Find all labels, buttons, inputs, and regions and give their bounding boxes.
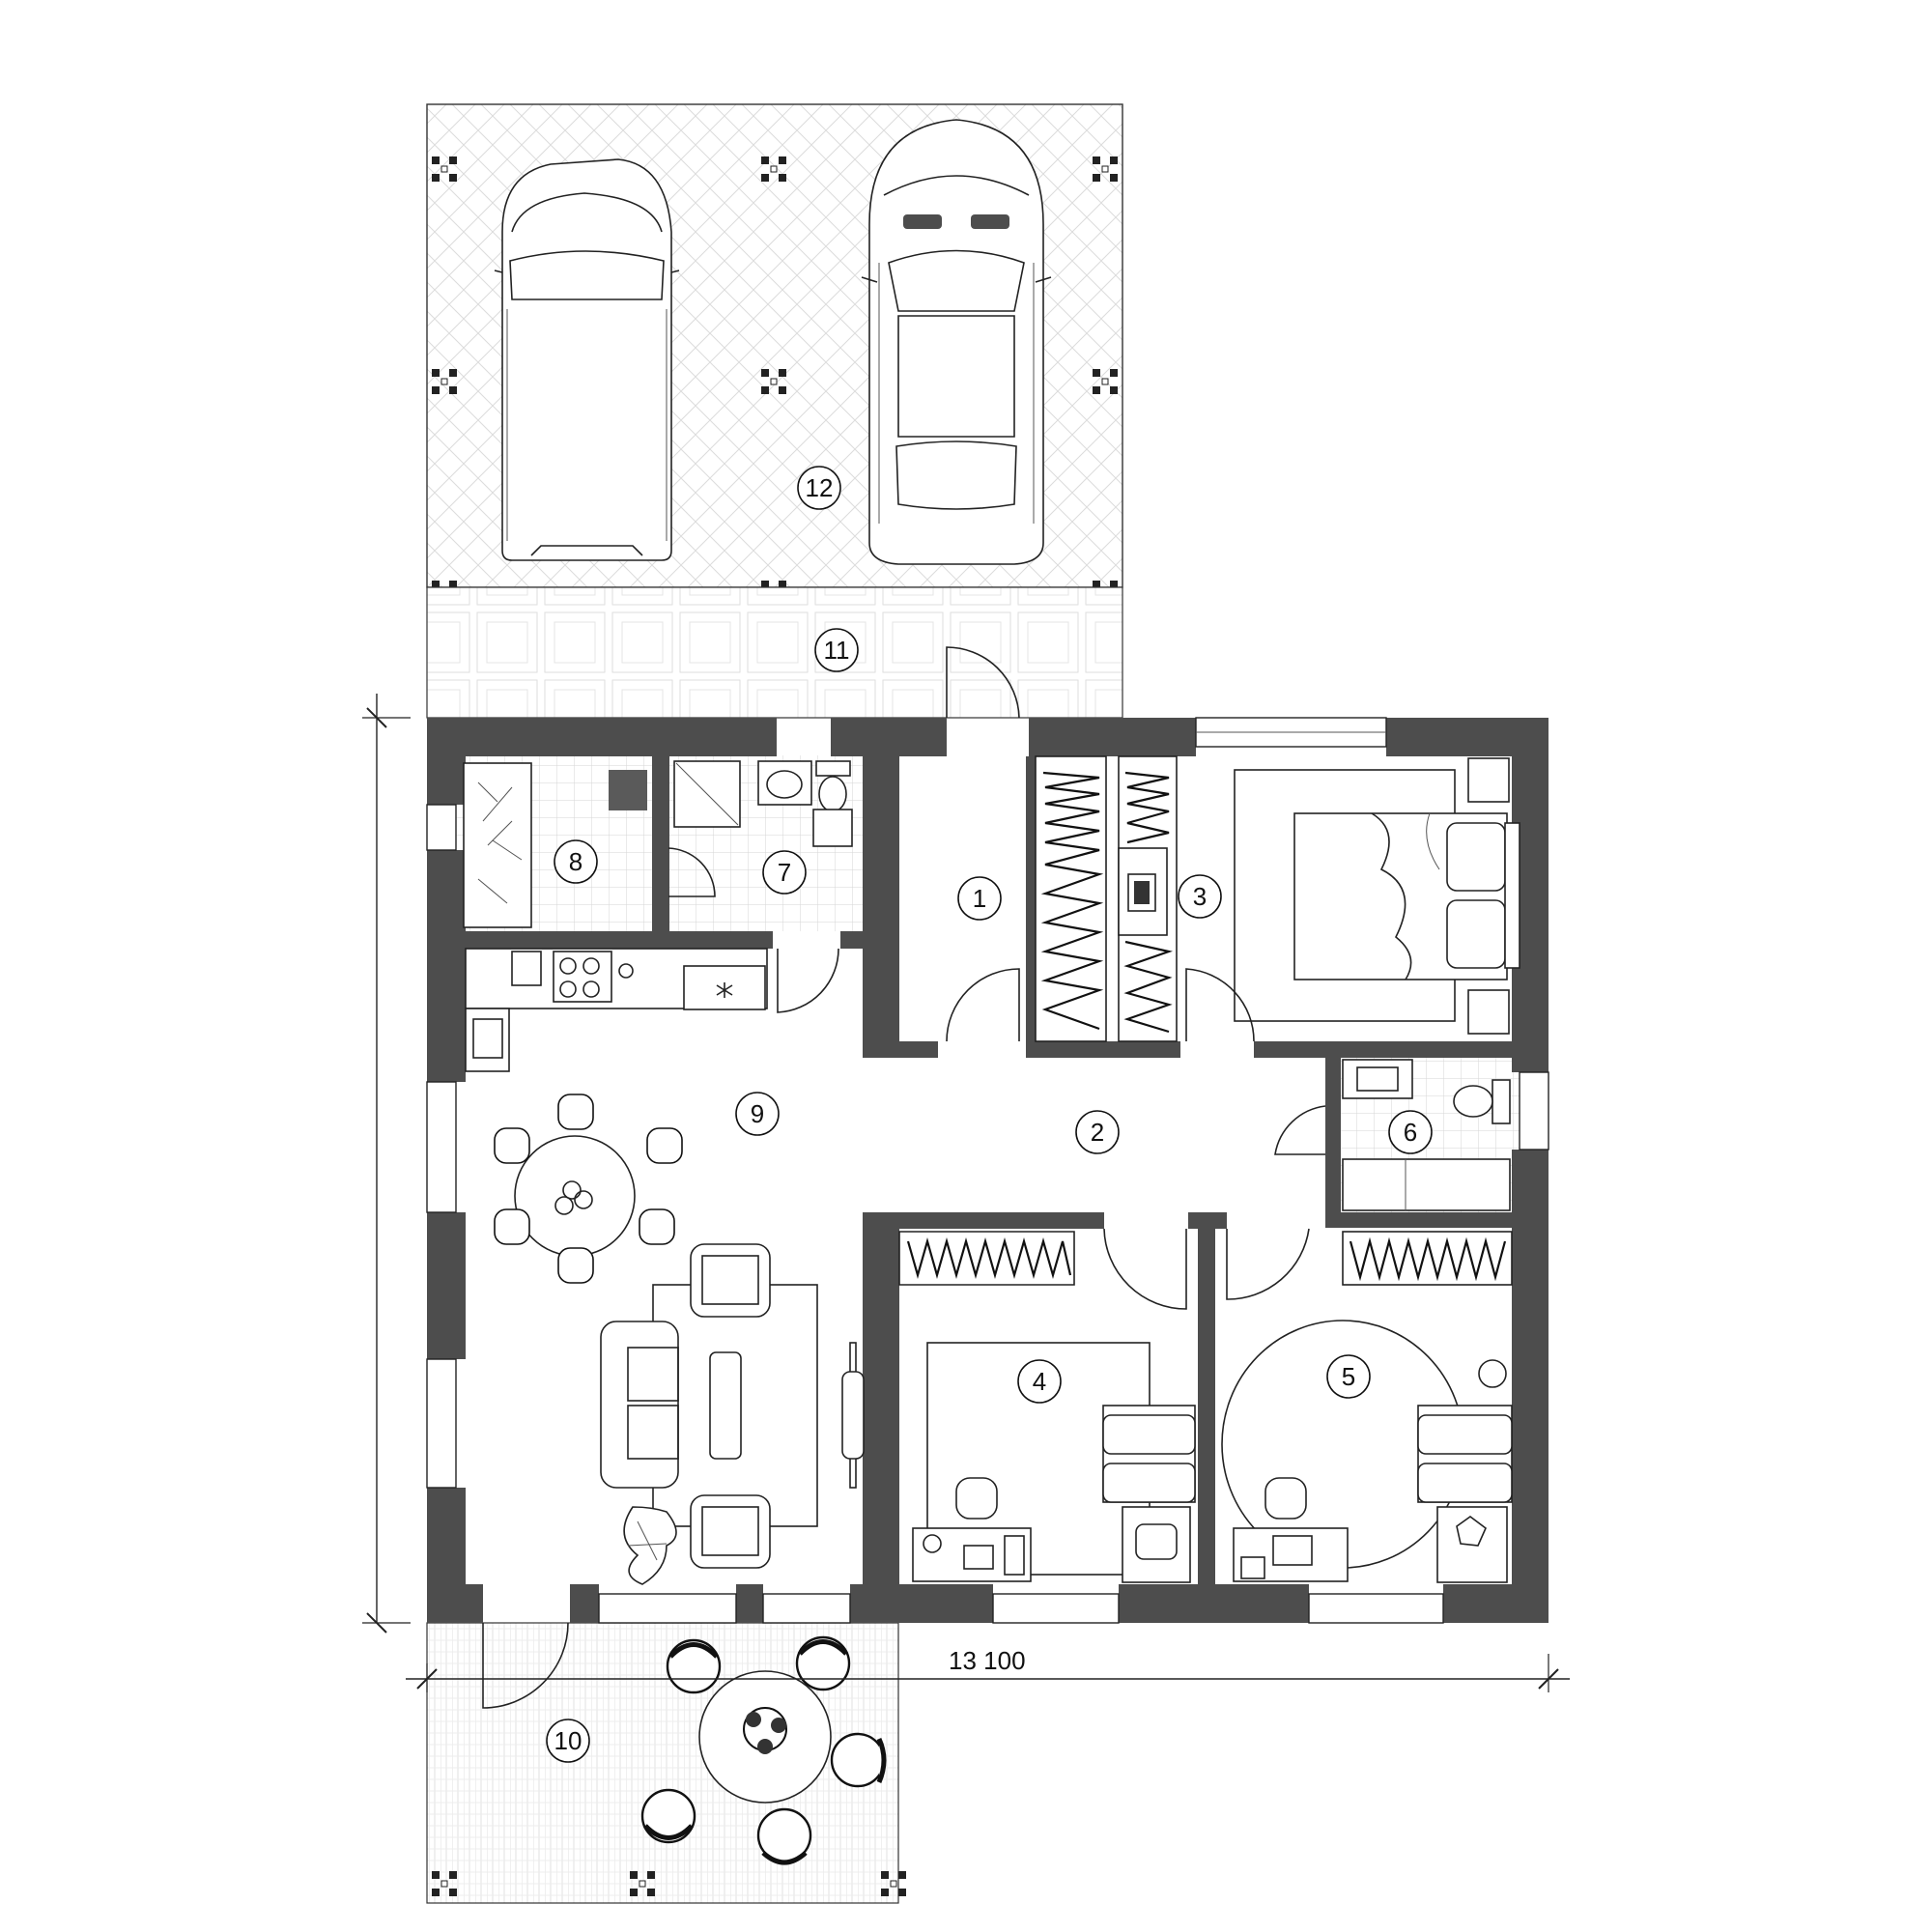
door-kitchen[interactable] (777, 948, 839, 1013)
room-7-label: 7 (778, 858, 791, 887)
sink-icon (757, 760, 812, 806)
door-bedroom-4[interactable] (1103, 1228, 1187, 1310)
room-8-label: 8 (569, 847, 582, 876)
wardrobe-icon (1035, 755, 1178, 1042)
room-11-marker (814, 628, 859, 672)
room-1-marker (957, 876, 1002, 921)
toilet-icon (1453, 1079, 1511, 1124)
room-8-marker (554, 839, 598, 884)
doors (482, 646, 1326, 1709)
dimension-width-label: 13 100 (949, 1646, 1026, 1675)
room-6-marker (1388, 1110, 1433, 1154)
room-12-label: 12 (806, 473, 834, 502)
terrace-door[interactable] (482, 1622, 569, 1709)
room-2-label: 2 (1091, 1118, 1104, 1147)
room-4-label: 4 (1033, 1367, 1046, 1396)
entrance-door[interactable] (946, 646, 1020, 719)
room-10-marker (546, 1719, 590, 1763)
terrace-dining-set (640, 1635, 887, 1865)
room-2-marker (1075, 1110, 1120, 1154)
plant-icon (623, 1506, 677, 1585)
door-bath-7[interactable] (668, 847, 716, 897)
dining-table-icon (494, 1094, 683, 1284)
entrance-paving (426, 586, 1123, 719)
sink-icon (1342, 1059, 1413, 1099)
dimension-horizontal: 13 100 (406, 1646, 1570, 1692)
room-9-label: 9 (751, 1099, 764, 1128)
room-6-furniture (1342, 1059, 1511, 1211)
desk-icon (912, 1477, 1032, 1582)
sofa-icon (600, 1243, 865, 1569)
room-3-label: 3 (1193, 882, 1207, 911)
door-bedroom-3[interactable] (1185, 968, 1255, 1042)
room-4-marker (1017, 1359, 1062, 1404)
room-3-marker (1178, 874, 1222, 919)
car-sedan-icon (861, 119, 1052, 565)
room-11-label: 11 (824, 636, 850, 665)
room-8-furniture (463, 762, 647, 928)
room-7-furniture (673, 760, 853, 847)
room-5-label: 5 (1342, 1362, 1355, 1391)
room-1-label: 1 (973, 884, 986, 913)
room-4-furniture (898, 1231, 1196, 1583)
room-9-marker (735, 1092, 780, 1136)
door-bath-6[interactable] (1274, 1105, 1326, 1155)
room-6-label: 6 (1404, 1118, 1417, 1147)
room-12-marker (797, 466, 841, 510)
stove-icon (465, 948, 768, 1072)
bed-icon (1234, 757, 1520, 1035)
dimension-vertical (362, 694, 411, 1634)
room-5-furniture (1221, 1231, 1513, 1583)
toilet-icon (812, 760, 853, 847)
room-10-label: 10 (554, 1726, 582, 1755)
car-van-icon (494, 158, 680, 561)
door-hall-1[interactable] (946, 968, 1020, 1042)
walls (427, 718, 1548, 1623)
room-5-marker (1326, 1354, 1371, 1399)
windows (426, 717, 1549, 1624)
room-7-marker (762, 850, 807, 895)
desk-icon (1233, 1477, 1349, 1582)
door-bedroom-5[interactable] (1226, 1228, 1310, 1300)
plant-icon (743, 1707, 787, 1754)
